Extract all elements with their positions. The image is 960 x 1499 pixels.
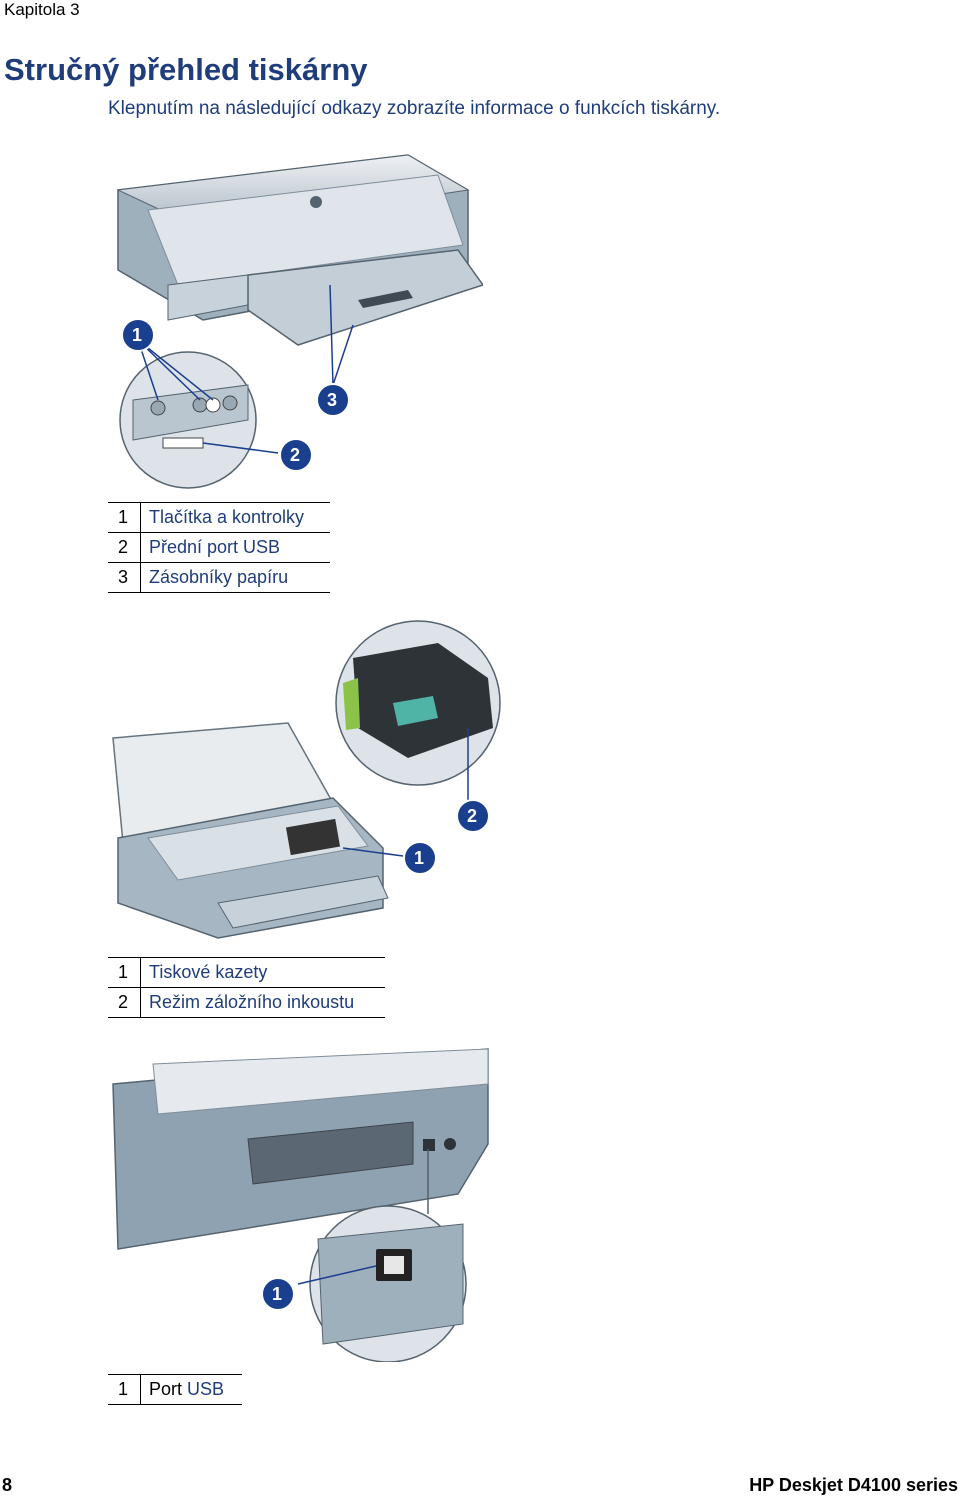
svg-text:1: 1: [414, 848, 424, 868]
chapter-header: Kapitola 3: [4, 0, 80, 19]
legend-table-1: 1 Tlačítka a kontrolky 2 Přední port USB…: [108, 502, 330, 593]
callout-1: 1: [121, 318, 155, 352]
svg-text:2: 2: [467, 806, 477, 826]
svg-text:2: 2: [290, 445, 300, 465]
legend-link-usb[interactable]: USB: [187, 1379, 225, 1399]
svg-text:1: 1: [132, 325, 142, 345]
intro-text: Klepnutím na následující odkazy zobrazít…: [108, 98, 721, 119]
callout-1: 1: [261, 1277, 295, 1311]
table-row: 2 Přední port USB: [108, 532, 330, 563]
legend-number: 1: [108, 957, 141, 988]
table-row: 1 Tlačítka a kontrolky: [108, 502, 330, 533]
table-row: 1 Tiskové kazety: [108, 957, 385, 988]
legend-link-front-usb[interactable]: Přední port USB: [140, 532, 330, 563]
legend-link-ink-backup-mode[interactable]: Režim záložního inkoustu: [140, 987, 385, 1018]
legend-number: 1: [108, 502, 141, 533]
legend-table-3: 1 Port USB: [108, 1374, 242, 1405]
table-row: 1 Port USB: [108, 1374, 242, 1405]
legend-number: 1: [108, 1374, 141, 1405]
callout-1: 1: [403, 841, 437, 875]
table-row: 3 Zásobníky papíru: [108, 562, 330, 593]
svg-text:1: 1: [272, 1284, 282, 1304]
callout-2: 2: [279, 438, 313, 472]
legend-link-print-cartridges[interactable]: Tiskové kazety: [140, 957, 385, 988]
legend-link-buttons-lights[interactable]: Tlačítka a kontrolky: [140, 502, 330, 533]
product-name: HP Deskjet D4100 series: [749, 1475, 958, 1495]
page-title: Stručný přehled tiskárny: [4, 52, 368, 87]
page-number: 8: [2, 1475, 13, 1495]
printer-rear-illustration: 1: [112, 1048, 489, 1362]
legend-rear-usb: Port USB: [140, 1374, 242, 1405]
legend-link-paper-trays[interactable]: Zásobníky papíru: [140, 562, 330, 593]
table-row: 2 Režim záložního inkoustu: [108, 987, 385, 1018]
printer-cartridges-illustration: 1 2: [112, 620, 501, 939]
legend-table-2: 1 Tiskové kazety 2 Režim záložního inkou…: [108, 957, 385, 1018]
legend-number: 2: [108, 532, 141, 563]
svg-text:3: 3: [327, 390, 337, 410]
callout-2: 2: [456, 799, 490, 833]
legend-number: 2: [108, 987, 141, 1018]
callout-3: 3: [316, 383, 350, 417]
printer-front-illustration: 1 2 3: [116, 154, 483, 489]
legend-number: 3: [108, 562, 141, 593]
legend-label-port: Port: [149, 1379, 183, 1399]
